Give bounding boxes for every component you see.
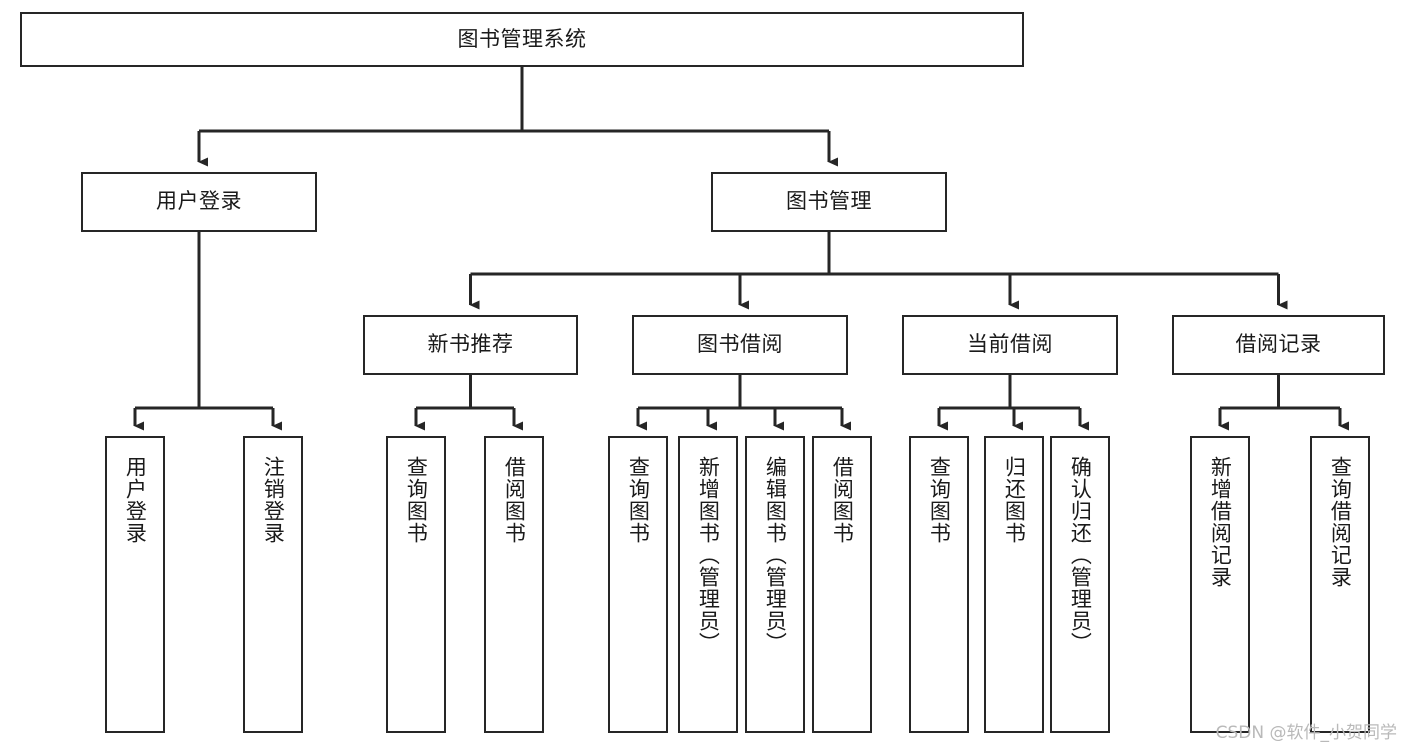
node-leaf-user-logout-label: 注销登录 <box>261 456 286 544</box>
node-leaf-bb-borrow-book-label: 借阅图书 <box>830 456 855 544</box>
node-leaf-br-query-record-label: 查询借阅记录 <box>1328 456 1353 588</box>
node-current-borrow-label: 当前借阅 <box>967 332 1053 357</box>
node-leaf-br-query-record[interactable]: 查询借阅记录 <box>1310 436 1370 733</box>
node-book-manage[interactable]: 图书管理 <box>711 172 947 232</box>
node-book-borrow[interactable]: 图书借阅 <box>632 315 848 375</box>
node-new-book-rec[interactable]: 新书推荐 <box>363 315 578 375</box>
node-leaf-bb-add-book[interactable]: 新增图书（管理员） <box>678 436 738 733</box>
node-leaf-bb-add-book-label: 新增图书（管理员） <box>696 456 721 654</box>
node-leaf-bb-edit-book[interactable]: 编辑图书（管理员） <box>745 436 805 733</box>
node-leaf-br-add-record[interactable]: 新增借阅记录 <box>1190 436 1250 733</box>
node-leaf-cb-return-book[interactable]: 归还图书 <box>984 436 1044 733</box>
node-leaf-cb-confirm-return[interactable]: 确认归还（管理员） <box>1050 436 1110 733</box>
node-current-borrow[interactable]: 当前借阅 <box>902 315 1118 375</box>
node-leaf-user-login[interactable]: 用户登录 <box>105 436 165 733</box>
node-leaf-cb-return-book-label: 归还图书 <box>1002 456 1027 544</box>
node-leaf-bb-query-book-label: 查询图书 <box>626 456 651 544</box>
node-borrow-record[interactable]: 借阅记录 <box>1172 315 1385 375</box>
node-user-login[interactable]: 用户登录 <box>81 172 317 232</box>
node-book-manage-label: 图书管理 <box>786 189 872 214</box>
node-leaf-bb-edit-book-label: 编辑图书（管理员） <box>763 456 788 654</box>
watermark-text: CSDN @软件_小贺同学 <box>1215 723 1397 743</box>
node-leaf-bb-borrow-book[interactable]: 借阅图书 <box>812 436 872 733</box>
node-root-label: 图书管理系统 <box>457 26 587 51</box>
node-leaf-rec-borrow-book[interactable]: 借阅图书 <box>484 436 544 733</box>
node-leaf-rec-query-book-label: 查询图书 <box>404 456 429 544</box>
node-leaf-cb-query-book[interactable]: 查询图书 <box>909 436 969 733</box>
node-leaf-rec-borrow-book-label: 借阅图书 <box>502 456 527 544</box>
node-root[interactable]: 图书管理系统 <box>20 12 1024 67</box>
node-leaf-rec-query-book[interactable]: 查询图书 <box>386 436 446 733</box>
node-book-borrow-label: 图书借阅 <box>697 332 783 357</box>
node-user-login-label: 用户登录 <box>156 189 242 214</box>
node-leaf-cb-query-book-label: 查询图书 <box>927 456 952 544</box>
node-new-book-rec-label: 新书推荐 <box>427 332 514 357</box>
node-borrow-record-label: 借阅记录 <box>1235 332 1322 357</box>
node-leaf-user-login-label: 用户登录 <box>123 456 148 544</box>
node-leaf-br-add-record-label: 新增借阅记录 <box>1208 456 1233 588</box>
node-leaf-bb-query-book[interactable]: 查询图书 <box>608 436 668 733</box>
node-leaf-cb-confirm-return-label: 确认归还（管理员） <box>1068 456 1093 654</box>
node-leaf-user-logout[interactable]: 注销登录 <box>243 436 303 733</box>
